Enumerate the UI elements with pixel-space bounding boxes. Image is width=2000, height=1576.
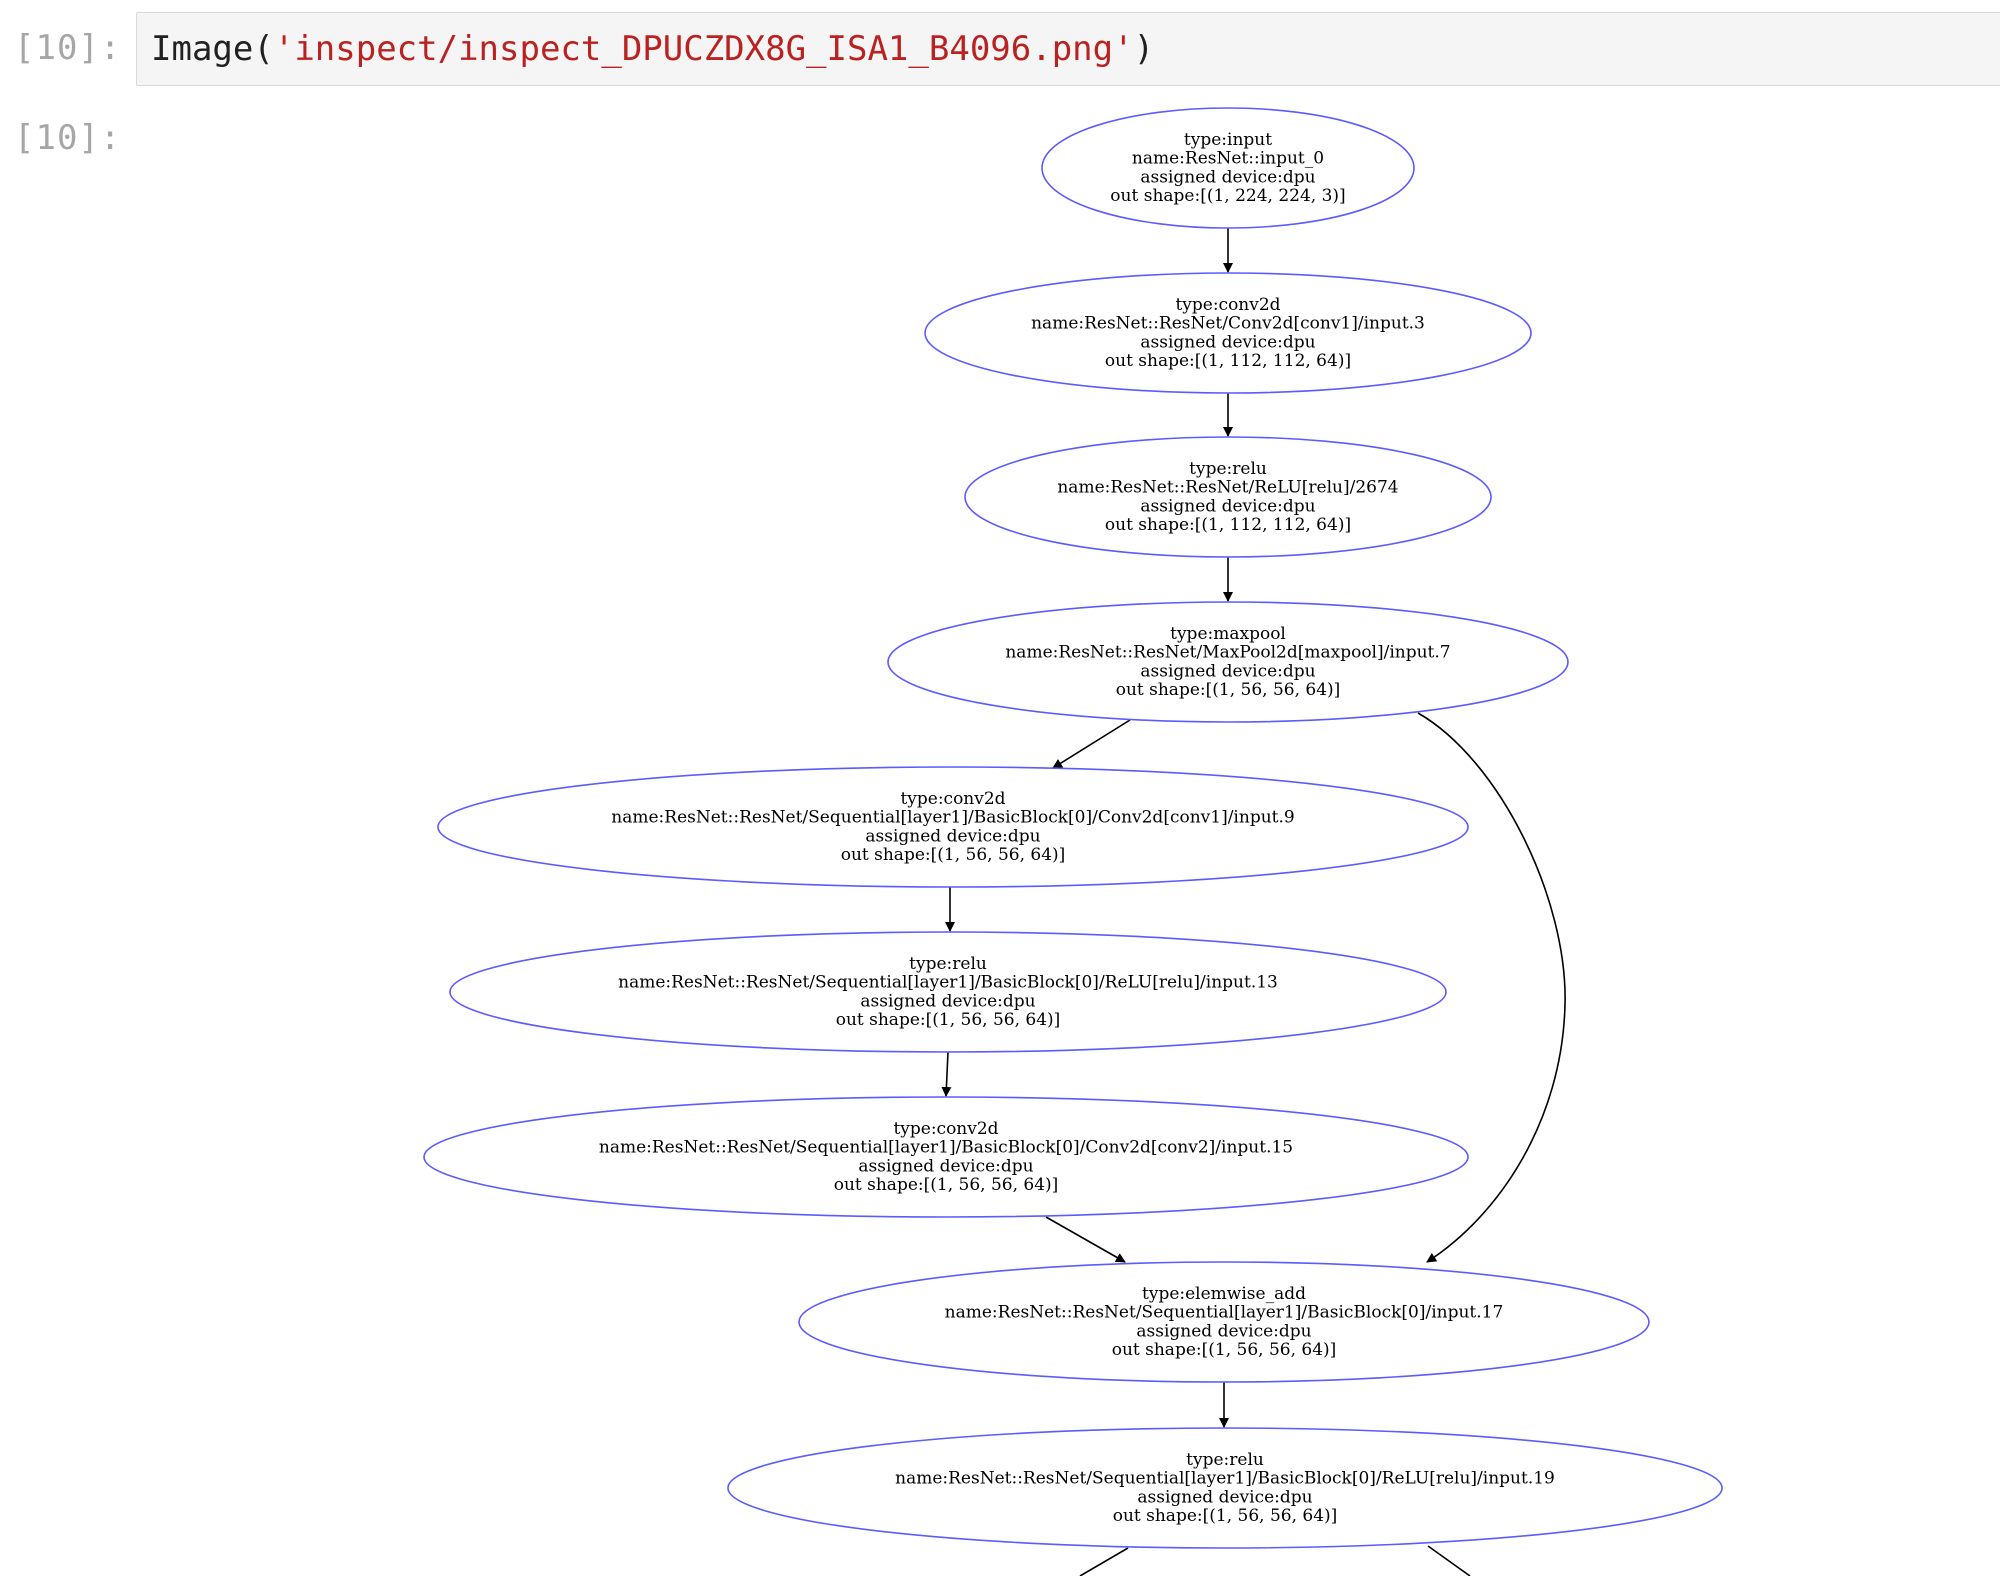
edge-l1b0conv2-to-l1b0add bbox=[1045, 1216, 1126, 1263]
node-device-label: assigned device:dpu bbox=[1140, 332, 1315, 352]
code-input-cell[interactable]: Image('inspect/inspect_DPUCZDX8G_ISA1_B4… bbox=[136, 12, 2000, 86]
node-ellipse bbox=[964, 436, 1492, 558]
node-shape-label: out shape:[(1, 56, 56, 64)] bbox=[1113, 1506, 1338, 1526]
node-device-label: assigned device:dpu bbox=[1136, 1321, 1311, 1341]
node-shape-label: out shape:[(1, 224, 224, 3)] bbox=[1110, 186, 1345, 206]
node-device-label: assigned device:dpu bbox=[1137, 1487, 1312, 1507]
graph-node-l1b0conv1: type:conv2dname:ResNet::ResNet/Sequentia… bbox=[437, 766, 1469, 888]
node-ellipse bbox=[1041, 107, 1415, 229]
node-ellipse bbox=[437, 766, 1469, 888]
node-device-label: assigned device:dpu bbox=[1140, 496, 1315, 516]
node-shape-label: out shape:[(1, 56, 56, 64)] bbox=[834, 1175, 1059, 1195]
node-device-label: assigned device:dpu bbox=[1140, 167, 1315, 187]
node-type-label: type:maxpool bbox=[1170, 624, 1286, 644]
edge-continuation-right bbox=[1427, 1545, 1471, 1576]
node-name-label: name:ResNet::ResNet/Sequential[layer1]/B… bbox=[611, 808, 1294, 828]
graph-node-l1b0add: type:elemwise_addname:ResNet::ResNet/Seq… bbox=[798, 1261, 1650, 1383]
graph-node-l1b0relu: type:reluname:ResNet::ResNet/Sequential[… bbox=[449, 931, 1447, 1053]
node-shape-label: out shape:[(1, 112, 112, 64)] bbox=[1105, 351, 1351, 371]
node-name-label: name:ResNet::ResNet/ReLU[relu]/2674 bbox=[1057, 478, 1398, 498]
node-shape-label: out shape:[(1, 56, 56, 64)] bbox=[1112, 1340, 1337, 1360]
node-ellipse bbox=[449, 931, 1447, 1053]
node-type-label: type:relu bbox=[1186, 1450, 1264, 1470]
output-prompt: [10]: bbox=[14, 118, 122, 158]
node-name-label: name:ResNet::ResNet/Conv2d[conv1]/input.… bbox=[1031, 314, 1425, 334]
node-type-label: type:conv2d bbox=[1175, 295, 1280, 315]
node-name-label: name:ResNet::ResNet/Sequential[layer1]/B… bbox=[945, 1303, 1504, 1323]
node-name-label: name:ResNet::ResNet/MaxPool2d[maxpool]/i… bbox=[1005, 643, 1450, 663]
node-device-label: assigned device:dpu bbox=[1140, 661, 1315, 681]
node-device-label: assigned device:dpu bbox=[858, 1156, 1033, 1176]
node-type-label: type:conv2d bbox=[893, 1119, 998, 1139]
graph-node-maxpool: type:maxpoolname:ResNet::ResNet/MaxPool2… bbox=[887, 601, 1569, 723]
edges-layer bbox=[941, 228, 1566, 1576]
edge-maxpool-to-l1b0add bbox=[1417, 712, 1566, 1263]
node-type-label: type:conv2d bbox=[900, 789, 1005, 809]
graph-node-l1b0relu2: type:reluname:ResNet::ResNet/Sequential[… bbox=[727, 1427, 1723, 1549]
node-type-label: type:relu bbox=[909, 954, 987, 974]
edge-continuation-left bbox=[1079, 1547, 1129, 1576]
code-line[interactable]: Image('inspect/inspect_DPUCZDX8G_ISA1_B4… bbox=[151, 29, 1154, 69]
node-device-label: assigned device:dpu bbox=[860, 991, 1035, 1011]
node-ellipse bbox=[798, 1261, 1650, 1383]
node-ellipse bbox=[727, 1427, 1723, 1549]
node-shape-label: out shape:[(1, 56, 56, 64)] bbox=[841, 845, 1066, 865]
node-type-label: type:input bbox=[1184, 130, 1272, 150]
input-prompt: [10]: bbox=[14, 28, 122, 68]
graph-node-l1b0conv2: type:conv2dname:ResNet::ResNet/Sequentia… bbox=[423, 1096, 1469, 1218]
node-name-label: name:ResNet::ResNet/Sequential[layer1]/B… bbox=[599, 1138, 1293, 1158]
node-shape-label: out shape:[(1, 56, 56, 64)] bbox=[836, 1010, 1061, 1030]
graph-node-conv1: type:conv2dname:ResNet::ResNet/Conv2d[co… bbox=[924, 272, 1532, 394]
node-shape-label: out shape:[(1, 112, 112, 64)] bbox=[1105, 515, 1351, 535]
node-ellipse bbox=[924, 272, 1532, 394]
graph-node-relu: type:reluname:ResNet::ResNet/ReLU[relu]/… bbox=[964, 436, 1492, 558]
code-string-argument: 'inspect/inspect_DPUCZDX8G_ISA1_B4096.pn… bbox=[273, 29, 1134, 69]
node-ellipse bbox=[887, 601, 1569, 723]
edge-maxpool-to-l1b0conv1 bbox=[1052, 719, 1131, 769]
code-function-name: Image bbox=[151, 29, 254, 69]
node-name-label: name:ResNet::ResNet/Sequential[layer1]/B… bbox=[618, 973, 1278, 993]
node-type-label: type:relu bbox=[1189, 459, 1267, 479]
node-shape-label: out shape:[(1, 56, 56, 64)] bbox=[1116, 680, 1341, 700]
code-close-paren: ) bbox=[1133, 29, 1155, 69]
edge-l1b0relu-to-l1b0conv2 bbox=[941, 1051, 952, 1097]
node-name-label: name:ResNet::input_0 bbox=[1132, 149, 1324, 169]
node-type-label: type:elemwise_add bbox=[1142, 1284, 1306, 1304]
code-open-paren: ( bbox=[253, 29, 274, 69]
node-name-label: name:ResNet::ResNet/Sequential[layer1]/B… bbox=[895, 1469, 1555, 1489]
node-device-label: assigned device:dpu bbox=[865, 826, 1040, 846]
node-ellipse bbox=[423, 1096, 1469, 1218]
